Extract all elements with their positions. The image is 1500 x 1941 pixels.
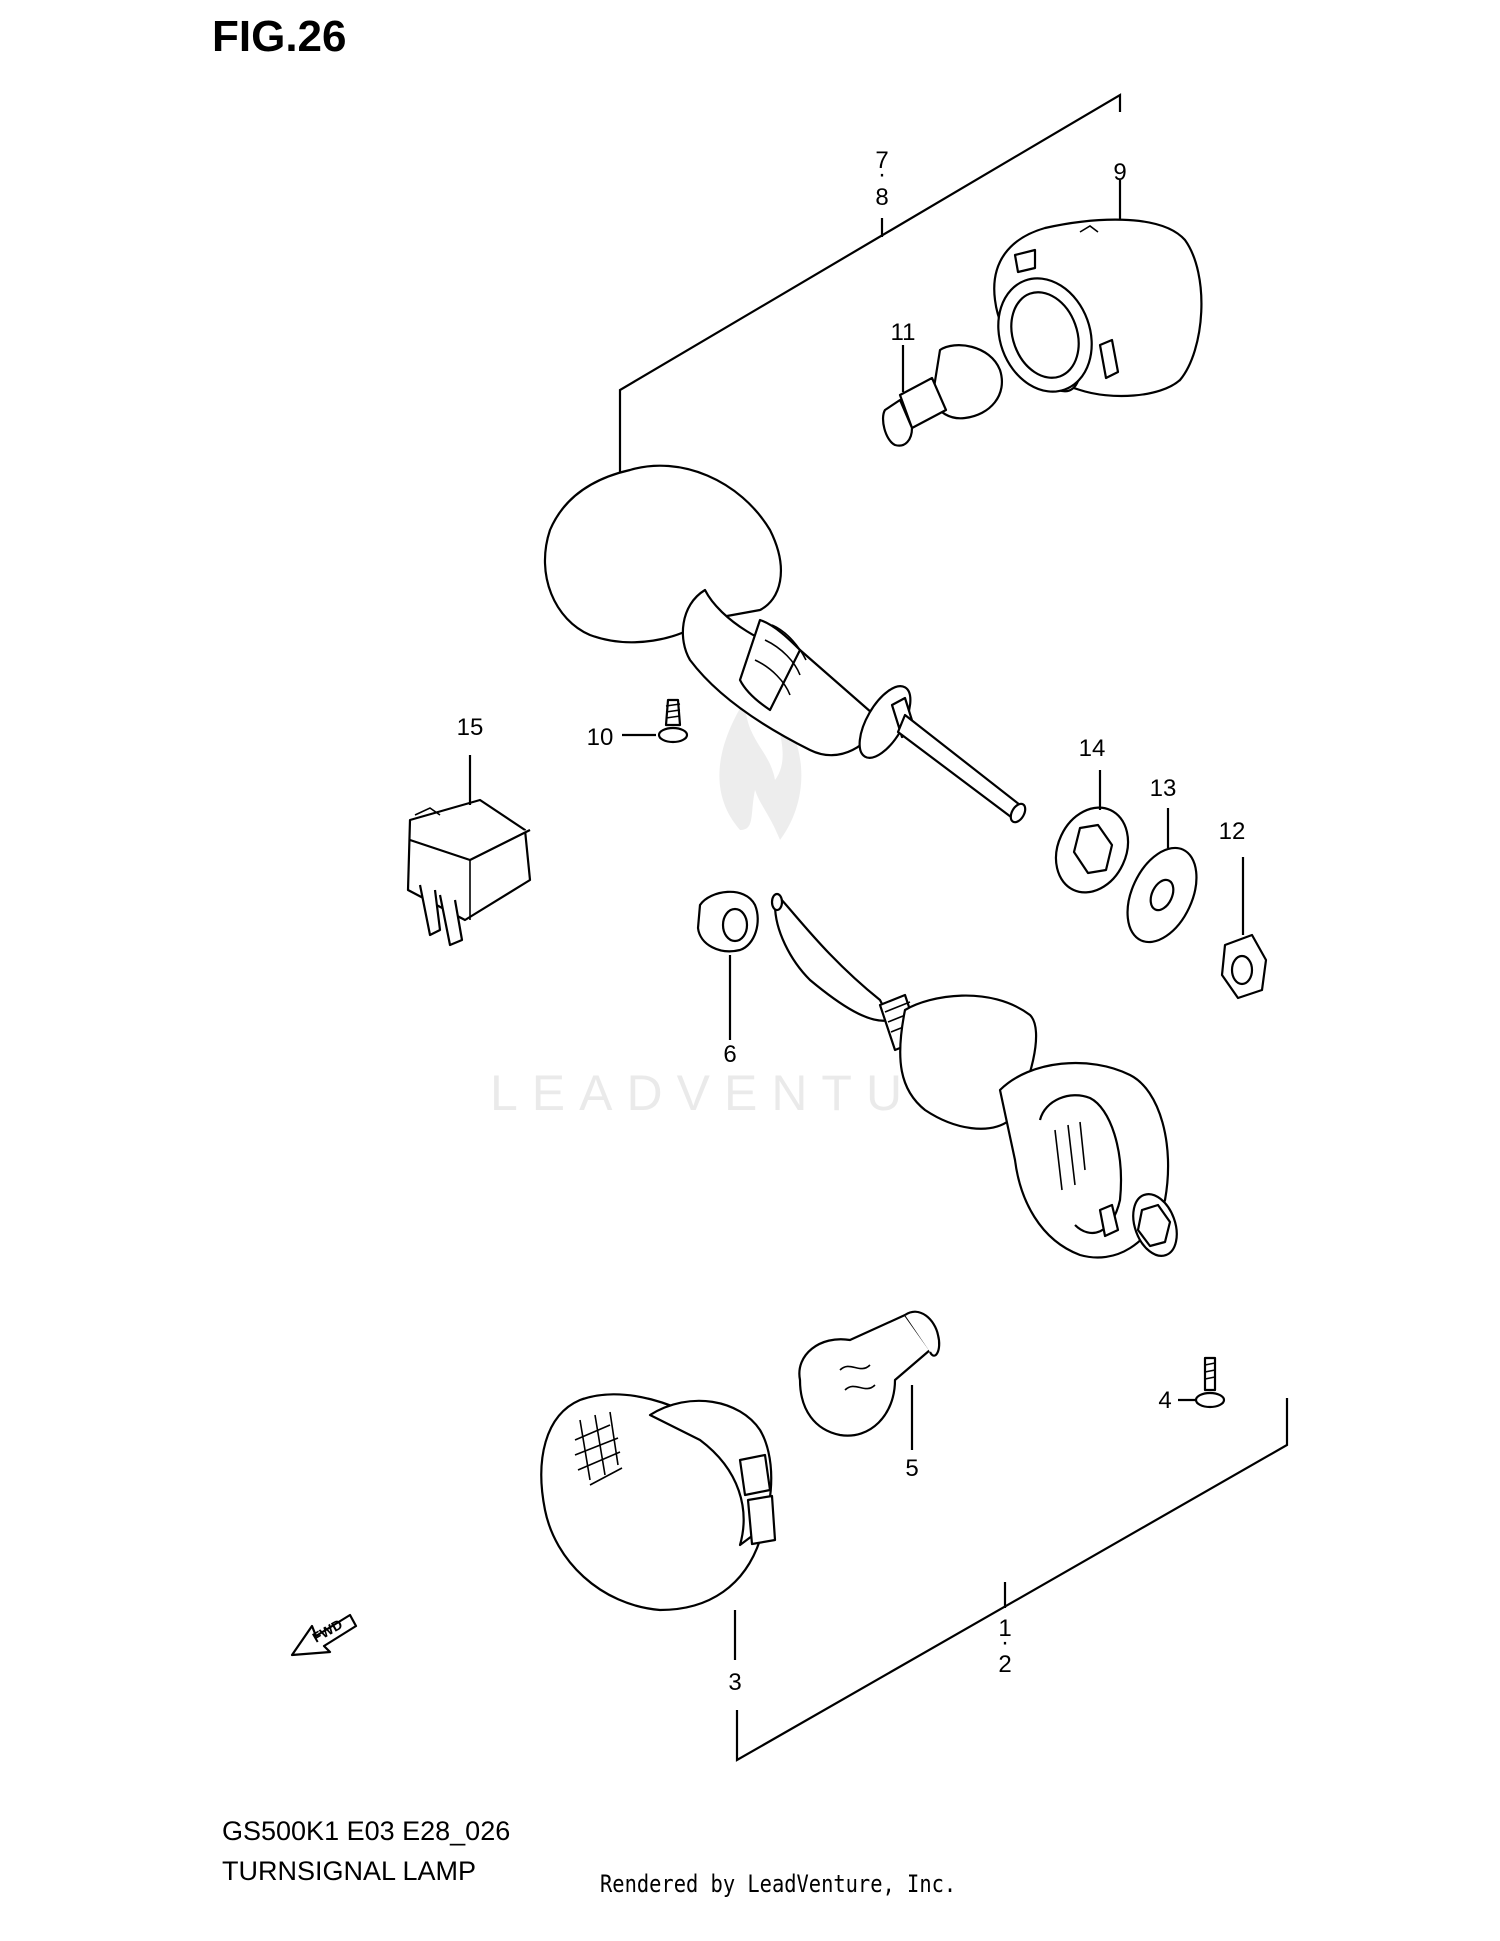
callout-15: 15 <box>457 714 484 741</box>
callout-12: 12 <box>1219 818 1246 845</box>
fwd-arrow-icon: FWD <box>290 1613 358 1657</box>
callout-10: 10 <box>587 724 614 751</box>
callout-2: 2 <box>998 1651 1011 1678</box>
section-title: TURNSIGNAL LAMP <box>222 1856 477 1886</box>
model-code: GS500K1 E03 E28_026 <box>222 1816 511 1846</box>
part-3-lens <box>540 1393 777 1660</box>
part-12-nut <box>1220 857 1268 1000</box>
part-14-flange-nut <box>1054 770 1130 894</box>
callout-1: 1 <box>998 1615 1011 1642</box>
callout-6: 6 <box>723 1041 736 1068</box>
callout-11: 11 <box>891 319 916 346</box>
callout-7: 7 <box>875 147 888 174</box>
part-6-collar <box>696 890 759 1040</box>
bracket-lower <box>735 1398 1289 1762</box>
part-15-relay <box>406 755 532 947</box>
part-10-screw <box>622 698 689 744</box>
part-9-lens-housing <box>993 218 1203 398</box>
figure-title: FIG.26 <box>212 12 347 61</box>
callout-5: 5 <box>905 1455 918 1482</box>
part-4-screw <box>1178 1356 1226 1409</box>
callout-3: 3 <box>728 1669 741 1696</box>
callout-8: 8 <box>875 184 888 211</box>
render-credit: Rendered by LeadVenture, Inc. <box>600 1870 957 1898</box>
upper-turn-signal-lamp <box>543 464 1027 824</box>
bracket-upper <box>618 93 1122 475</box>
callouts: 7 · 8 9 11 10 15 14 13 12 6 4 5 1 · 2 3 <box>457 147 1246 1696</box>
callout-dot-7-8: · <box>878 161 886 188</box>
callout-14: 14 <box>1079 735 1106 762</box>
callout-4: 4 <box>1158 1387 1171 1414</box>
callout-9: 9 <box>1113 159 1126 186</box>
callout-dot-1-2: · <box>1001 1629 1009 1656</box>
part-13-washer <box>1126 808 1198 944</box>
part-5-bulb <box>798 1310 941 1450</box>
part-11-bulb <box>881 344 1003 447</box>
callout-13: 13 <box>1150 775 1177 802</box>
lower-turn-signal-lamp <box>770 892 1178 1259</box>
